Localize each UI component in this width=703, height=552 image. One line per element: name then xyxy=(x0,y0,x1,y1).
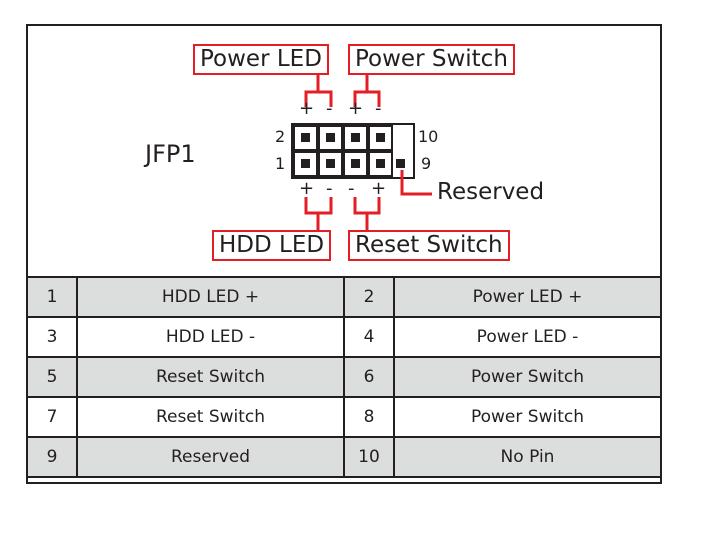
table-row: 1 HDD LED + 2 Power LED + xyxy=(26,276,662,318)
pin-2-cell xyxy=(293,125,318,151)
pin-6-cell xyxy=(343,125,368,151)
polarity-plus-reset-switch: + xyxy=(371,178,387,199)
pin-5-cell xyxy=(343,151,368,177)
pin-3-cell xyxy=(318,151,343,177)
pin-number-cell: 6 xyxy=(343,356,395,398)
signal-cell: Reset Switch xyxy=(76,356,345,398)
signal-cell: Power LED + xyxy=(393,276,662,318)
pin-number-cell: 7 xyxy=(26,396,78,438)
table-row: 5 Reset Switch 6 Power Switch xyxy=(26,356,662,398)
reset-switch-label: Reset Switch xyxy=(348,230,510,261)
pin-number-2: 2 xyxy=(275,127,286,146)
pin-number-1: 1 xyxy=(275,154,286,173)
signal-cell: Reserved xyxy=(76,436,345,478)
hdd-led-bracket xyxy=(304,197,333,230)
pin-number-cell: 9 xyxy=(26,436,78,478)
polarity-minus-reset-switch: - xyxy=(348,178,355,199)
table-row: 9 Reserved 10 No Pin xyxy=(26,436,662,478)
power-switch-label: Power Switch xyxy=(348,44,515,75)
pin-3 xyxy=(326,159,335,168)
pin-number-cell: 1 xyxy=(26,276,78,318)
pin-1-cell xyxy=(293,151,318,177)
polarity-plus-power-led: + xyxy=(299,98,315,119)
pin-number-cell: 4 xyxy=(343,316,395,358)
signal-cell: HDD LED - xyxy=(76,316,345,358)
power-led-label: Power LED xyxy=(193,44,329,75)
reserved-label: Reserved xyxy=(437,179,545,205)
pin-6 xyxy=(351,133,360,142)
signal-cell: HDD LED + xyxy=(76,276,345,318)
polarity-minus-power-switch: - xyxy=(375,98,382,119)
signal-cell: Power Switch xyxy=(393,356,662,398)
pin-number-cell: 8 xyxy=(343,396,395,438)
signal-cell: Power Switch xyxy=(393,396,662,438)
pin-4 xyxy=(326,133,335,142)
power-led-bracket xyxy=(304,74,333,107)
pin-9 xyxy=(396,159,405,168)
diagram-panel xyxy=(26,24,662,484)
signal-cell: Reset Switch xyxy=(76,396,345,438)
polarity-minus-hdd-led: - xyxy=(326,178,333,199)
connector-name: JFP1 xyxy=(145,140,196,168)
signal-cell: No Pin xyxy=(393,436,662,478)
polarity-minus-power-led: - xyxy=(326,98,333,119)
pin-2 xyxy=(301,133,310,142)
polarity-plus-hdd-led: + xyxy=(299,178,315,199)
power-switch-bracket xyxy=(353,74,381,107)
pin-5 xyxy=(351,159,360,168)
reset-switch-bracket xyxy=(353,197,381,230)
hdd-led-label: HDD LED xyxy=(212,230,332,261)
table-row: 7 Reset Switch 8 Power Switch xyxy=(26,396,662,438)
signal-cell: Power LED - xyxy=(393,316,662,358)
pin-number-9: 9 xyxy=(421,154,432,173)
pin-number-cell: 2 xyxy=(343,276,395,318)
pin-number-10: 10 xyxy=(418,127,439,146)
pin-8 xyxy=(376,133,385,142)
polarity-plus-power-switch: + xyxy=(348,98,364,119)
table-row: 3 HDD LED - 4 Power LED - xyxy=(26,316,662,358)
reserved-leader xyxy=(400,170,432,196)
pin-8-cell xyxy=(368,125,393,151)
pin-1 xyxy=(301,159,310,168)
pin-7-cell xyxy=(368,151,393,177)
pin-number-cell: 5 xyxy=(26,356,78,398)
pin-number-cell: 3 xyxy=(26,316,78,358)
pin-definition-table: 1 HDD LED + 2 Power LED + 3 HDD LED - 4 … xyxy=(26,276,662,478)
pin-7 xyxy=(376,159,385,168)
pin-number-cell: 10 xyxy=(343,436,395,478)
pin-4-cell xyxy=(318,125,343,151)
